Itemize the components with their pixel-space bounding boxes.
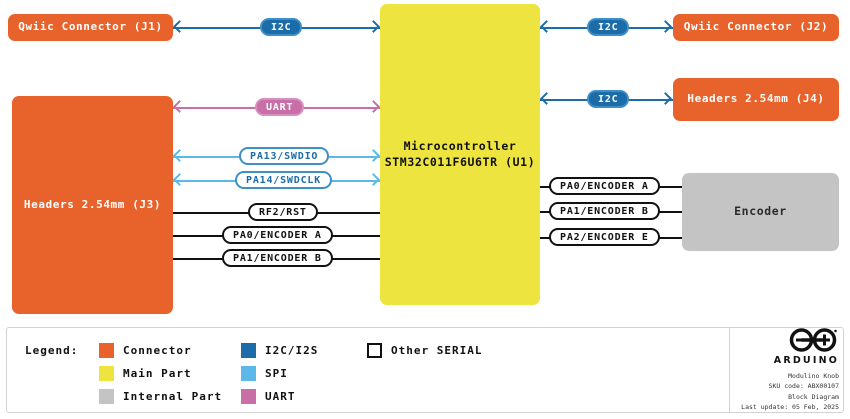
bus-label-pa2-encoder-e: PA2/ENCODER E bbox=[549, 228, 660, 246]
meta-last-update: Last update: 05 Feb, 2025 bbox=[741, 402, 839, 411]
legend-item-other-serial: Other SERIAL bbox=[367, 343, 482, 358]
bus-label-text: RF2/RST bbox=[259, 206, 307, 218]
legend-item-internal-part: Internal Part bbox=[99, 389, 222, 404]
legend-panel: Legend: Connector Main Part Internal Par… bbox=[6, 327, 844, 413]
arrowhead-left-uart bbox=[173, 100, 186, 113]
legend-label: I2C/I2S bbox=[265, 344, 319, 357]
meta-product-name: Modulino Knob bbox=[788, 372, 839, 381]
legend-swatch-spi bbox=[241, 366, 256, 381]
legend-label: Internal Part bbox=[123, 390, 223, 403]
legend-item-connector: Connector bbox=[99, 343, 192, 358]
arrowhead-right-pa13 bbox=[367, 149, 380, 162]
arrowhead-left-pa14 bbox=[173, 173, 186, 186]
legend-item-uart: UART bbox=[241, 389, 296, 404]
meta-sku-code: SKU code: ABX00107 bbox=[768, 382, 839, 391]
arrowhead-right-i2c-j4 bbox=[659, 92, 672, 105]
bus-label-rf2-rst: RF2/RST bbox=[248, 203, 318, 221]
bus-label-pa0-encoder-a: PA0/ENCODER A bbox=[549, 177, 660, 195]
meta-doc-type: Block Diagram bbox=[788, 392, 839, 401]
legend-swatch-other-serial bbox=[367, 343, 382, 358]
bus-label-text: PA1/ENCODER B bbox=[560, 205, 649, 217]
bus-label-pa0-left: PA0/ENCODER A bbox=[222, 226, 333, 244]
bus-label-pa1-left: PA1/ENCODER B bbox=[222, 249, 333, 267]
bus-label-text: UART bbox=[266, 101, 294, 113]
bus-label-text: I2C bbox=[271, 21, 292, 33]
legend-swatch-main-part bbox=[99, 366, 114, 381]
legend-item-spi: SPI bbox=[241, 366, 288, 381]
bus-label-text: I2C bbox=[598, 21, 619, 33]
legend-swatch-uart bbox=[241, 389, 256, 404]
block-qwiic-connector-j1[interactable]: Qwiic Connector (J1) bbox=[8, 14, 173, 41]
block-label: Qwiic Connector (J2) bbox=[683, 20, 829, 34]
legend-title: Legend: bbox=[25, 344, 79, 357]
legend-swatch-internal-part bbox=[99, 389, 114, 404]
bus-label-i2c-j4: I2C bbox=[587, 90, 630, 108]
bus-label-text: PA2/ENCODER E bbox=[560, 231, 649, 243]
bus-label-text: PA14/SWDCLK bbox=[246, 174, 322, 186]
branding-panel: ARDUINO Modulino Knob SKU code: ABX00107… bbox=[737, 328, 845, 412]
bus-label-text: I2C bbox=[598, 93, 619, 105]
bus-label-text: PA0/ENCODER A bbox=[560, 180, 649, 192]
legend-label: Other SERIAL bbox=[391, 344, 483, 357]
arduino-infinity-logo-icon bbox=[789, 328, 837, 353]
legend-item-main-part: Main Part bbox=[99, 366, 192, 381]
bus-label-pa1-encoder-b: PA1/ENCODER B bbox=[549, 202, 660, 220]
bus-label-text: PA13/SWDIO bbox=[250, 150, 319, 162]
bus-label-i2c-j2: I2C bbox=[587, 18, 630, 36]
arrowhead-left-i2c-j2 bbox=[540, 20, 553, 33]
bus-label-i2c-j1: I2C bbox=[260, 18, 303, 36]
legend-label: UART bbox=[265, 390, 296, 403]
legend-label: Connector bbox=[123, 344, 192, 357]
legend-label: Main Part bbox=[123, 367, 192, 380]
block-label-line2: STM32C011F6U6TR (U1) bbox=[384, 154, 536, 169]
block-encoder[interactable]: Encoder bbox=[682, 173, 839, 251]
arrowhead-left-i2c-j4 bbox=[540, 92, 553, 105]
arrowhead-right-i2c-j1 bbox=[367, 20, 380, 33]
arrowhead-right-uart bbox=[367, 100, 380, 113]
block-label: Headers 2.54mm (J3) bbox=[23, 197, 162, 211]
bus-label-text: PA1/ENCODER B bbox=[233, 252, 322, 264]
block-label: Qwiic Connector (J1) bbox=[18, 20, 163, 34]
legend-swatch-i2c bbox=[241, 343, 256, 358]
arrowhead-left-i2c-j1 bbox=[173, 20, 186, 33]
block-headers-j4[interactable]: Headers 2.54mm (J4) bbox=[673, 78, 839, 121]
legend-label: SPI bbox=[265, 367, 288, 380]
bus-label-text: PA0/ENCODER A bbox=[233, 229, 322, 241]
bus-label-pa14-swdclk: PA14/SWDCLK bbox=[235, 171, 333, 189]
arrowhead-right-pa14 bbox=[367, 173, 380, 186]
arduino-wordmark: ARDUINO bbox=[773, 355, 839, 367]
block-label-line1: Microcontroller bbox=[403, 138, 517, 153]
legend-divider bbox=[729, 328, 730, 412]
block-label: Encoder bbox=[734, 204, 787, 219]
arrowhead-left-pa13 bbox=[173, 149, 186, 162]
arrowhead-right-i2c-j2 bbox=[659, 20, 672, 33]
legend-item-i2c: I2C/I2S bbox=[241, 343, 318, 358]
block-headers-j3[interactable]: Headers 2.54mm (J3) bbox=[12, 96, 173, 314]
legend-swatch-connector bbox=[99, 343, 114, 358]
bus-label-pa13-swdio: PA13/SWDIO bbox=[239, 147, 330, 165]
bus-label-uart: UART bbox=[255, 98, 305, 116]
block-label: Headers 2.54mm (J4) bbox=[687, 92, 825, 106]
block-qwiic-connector-j2[interactable]: Qwiic Connector (J2) bbox=[673, 14, 839, 41]
block-microcontroller-u1[interactable]: Microcontroller STM32C011F6U6TR (U1) bbox=[380, 4, 540, 305]
